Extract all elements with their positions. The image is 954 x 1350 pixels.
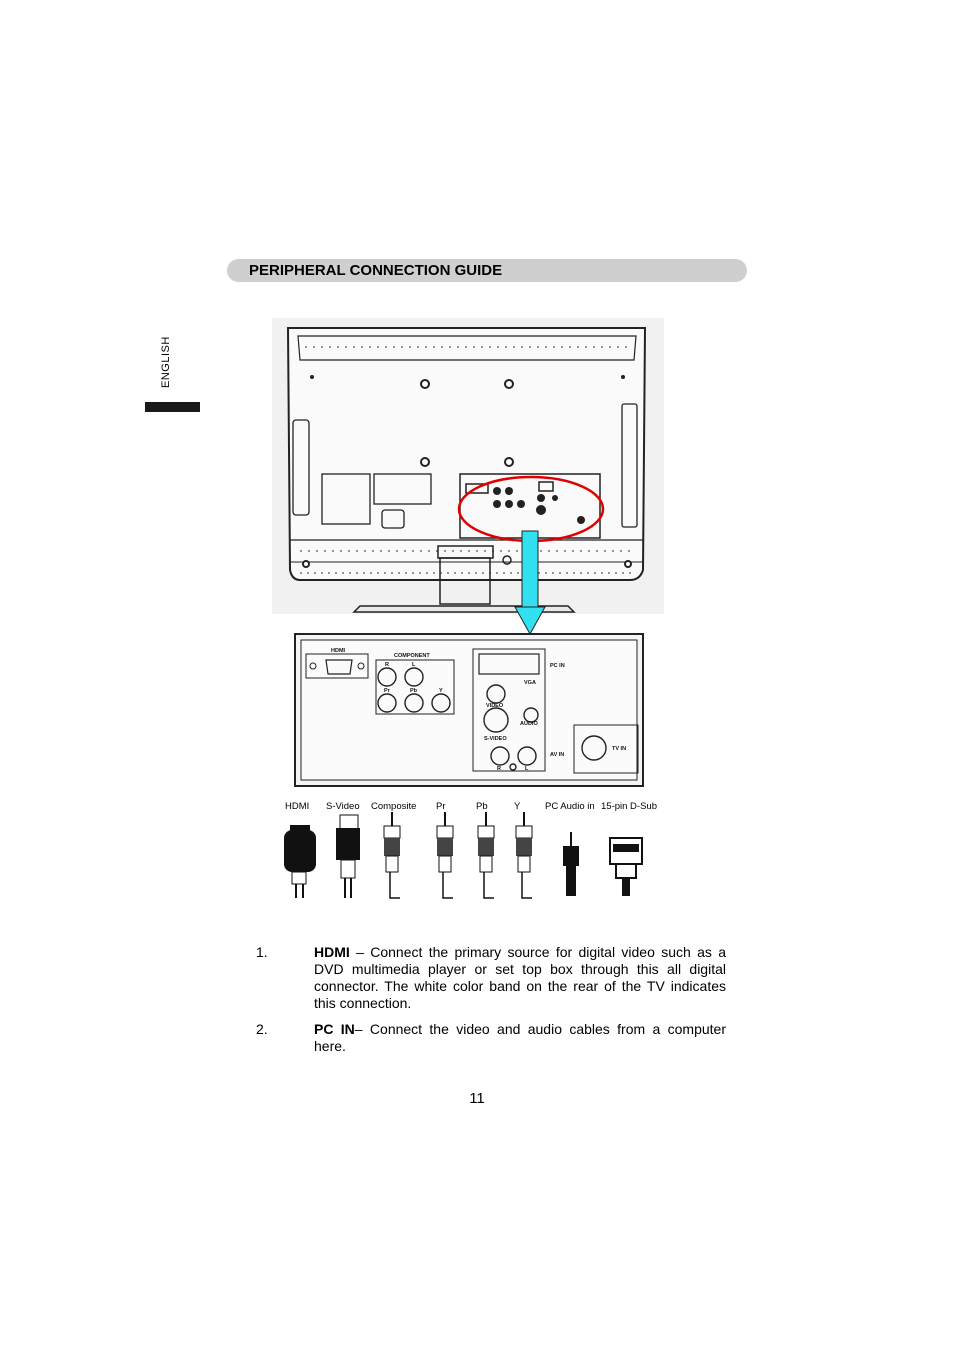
rear-jacks <box>493 487 585 524</box>
cable-label-pr: Pr <box>436 801 446 812</box>
av-jacks <box>483 684 539 771</box>
instruction-text: PC IN– Connect the video and audio cable… <box>314 1021 726 1055</box>
page-number: 11 <box>469 1090 485 1107</box>
cable-pc-audio <box>563 832 579 896</box>
instruction-body: – Connect the video and audio cables fro… <box>314 1021 726 1054</box>
vga-port <box>478 653 540 675</box>
panel-label-pb: Pb <box>410 688 418 694</box>
connector-panel: HDMI COMPONENT R L Pr Pb Y PC IN VGA VID… <box>294 633 644 787</box>
panel-label-r: R <box>385 662 389 668</box>
instruction-term: PC IN <box>314 1021 355 1037</box>
cable-hdmi <box>284 825 316 898</box>
cable-label-composite: Composite <box>371 801 417 812</box>
language-tab-marker <box>145 402 200 412</box>
tv-in-jack <box>581 735 607 761</box>
component-jacks <box>377 667 451 713</box>
cable-label-hdmi: HDMI <box>285 801 310 812</box>
panel-label-s-video: S-VIDEO <box>484 736 507 742</box>
panel-label-video: VIDEO <box>486 703 504 709</box>
section-title: PERIPHERAL CONNECTION GUIDE <box>249 262 503 279</box>
panel-label-y: Y <box>439 688 443 694</box>
panel-label-pr: Pr <box>384 688 391 694</box>
tv-back <box>286 327 647 581</box>
cable-label-d-sub: 15-pin D-Sub <box>601 801 657 812</box>
instruction-item: 1. HDMI – Connect the primary source for… <box>256 944 726 1012</box>
instruction-list: 1. HDMI – Connect the primary source for… <box>256 944 726 1064</box>
panel-label-av-in: AV IN <box>550 752 564 758</box>
panel-label-audio: AUDIO <box>520 721 538 727</box>
panel-label-component: COMPONENT <box>394 653 430 659</box>
mount-screws <box>302 379 632 568</box>
corner-markers <box>310 375 625 379</box>
down-arrow <box>514 530 546 636</box>
cable-label-pc-audio: PC Audio in <box>545 801 595 812</box>
side-panels <box>292 403 638 529</box>
cable-pb <box>477 812 495 899</box>
instruction-item: 2. PC IN– Connect the video and audio ca… <box>256 1021 726 1055</box>
instruction-body: – Connect the primary source for digital… <box>314 944 726 1011</box>
cable-pr <box>436 812 454 899</box>
panel-label-l-bottom: L <box>525 766 529 772</box>
cable-label-s-video: S-Video <box>326 801 360 812</box>
cable-d-sub <box>609 837 643 896</box>
rear-connector-area <box>459 473 601 539</box>
instruction-number: 1. <box>256 944 268 960</box>
panel-label-vga: VGA <box>524 680 536 686</box>
instruction-text: HDMI – Connect the primary source for di… <box>314 944 726 1012</box>
instruction-number: 2. <box>256 1021 268 1037</box>
panel-label-hdmi: HDMI <box>331 648 346 654</box>
cable-label-y: Y <box>514 801 521 812</box>
cable-y <box>515 812 533 899</box>
panel-label-l: L <box>412 662 416 668</box>
panel-label-r-bottom: R <box>497 766 501 772</box>
connection-diagram: HDMI COMPONENT R L Pr Pb Y PC IN VGA VID… <box>272 318 664 899</box>
cable-composite <box>383 812 401 899</box>
hdmi-port <box>325 659 353 675</box>
panel-label-tv-in: TV IN <box>612 746 626 752</box>
panel-label-pc-in: PC IN <box>550 663 565 669</box>
cable-label-pb: Pb <box>476 801 488 812</box>
section-header-bar: PERIPHERAL CONNECTION GUIDE <box>227 259 747 282</box>
vent-grille <box>300 346 636 574</box>
cable-s-video <box>336 814 360 898</box>
instruction-term: HDMI <box>314 944 350 960</box>
